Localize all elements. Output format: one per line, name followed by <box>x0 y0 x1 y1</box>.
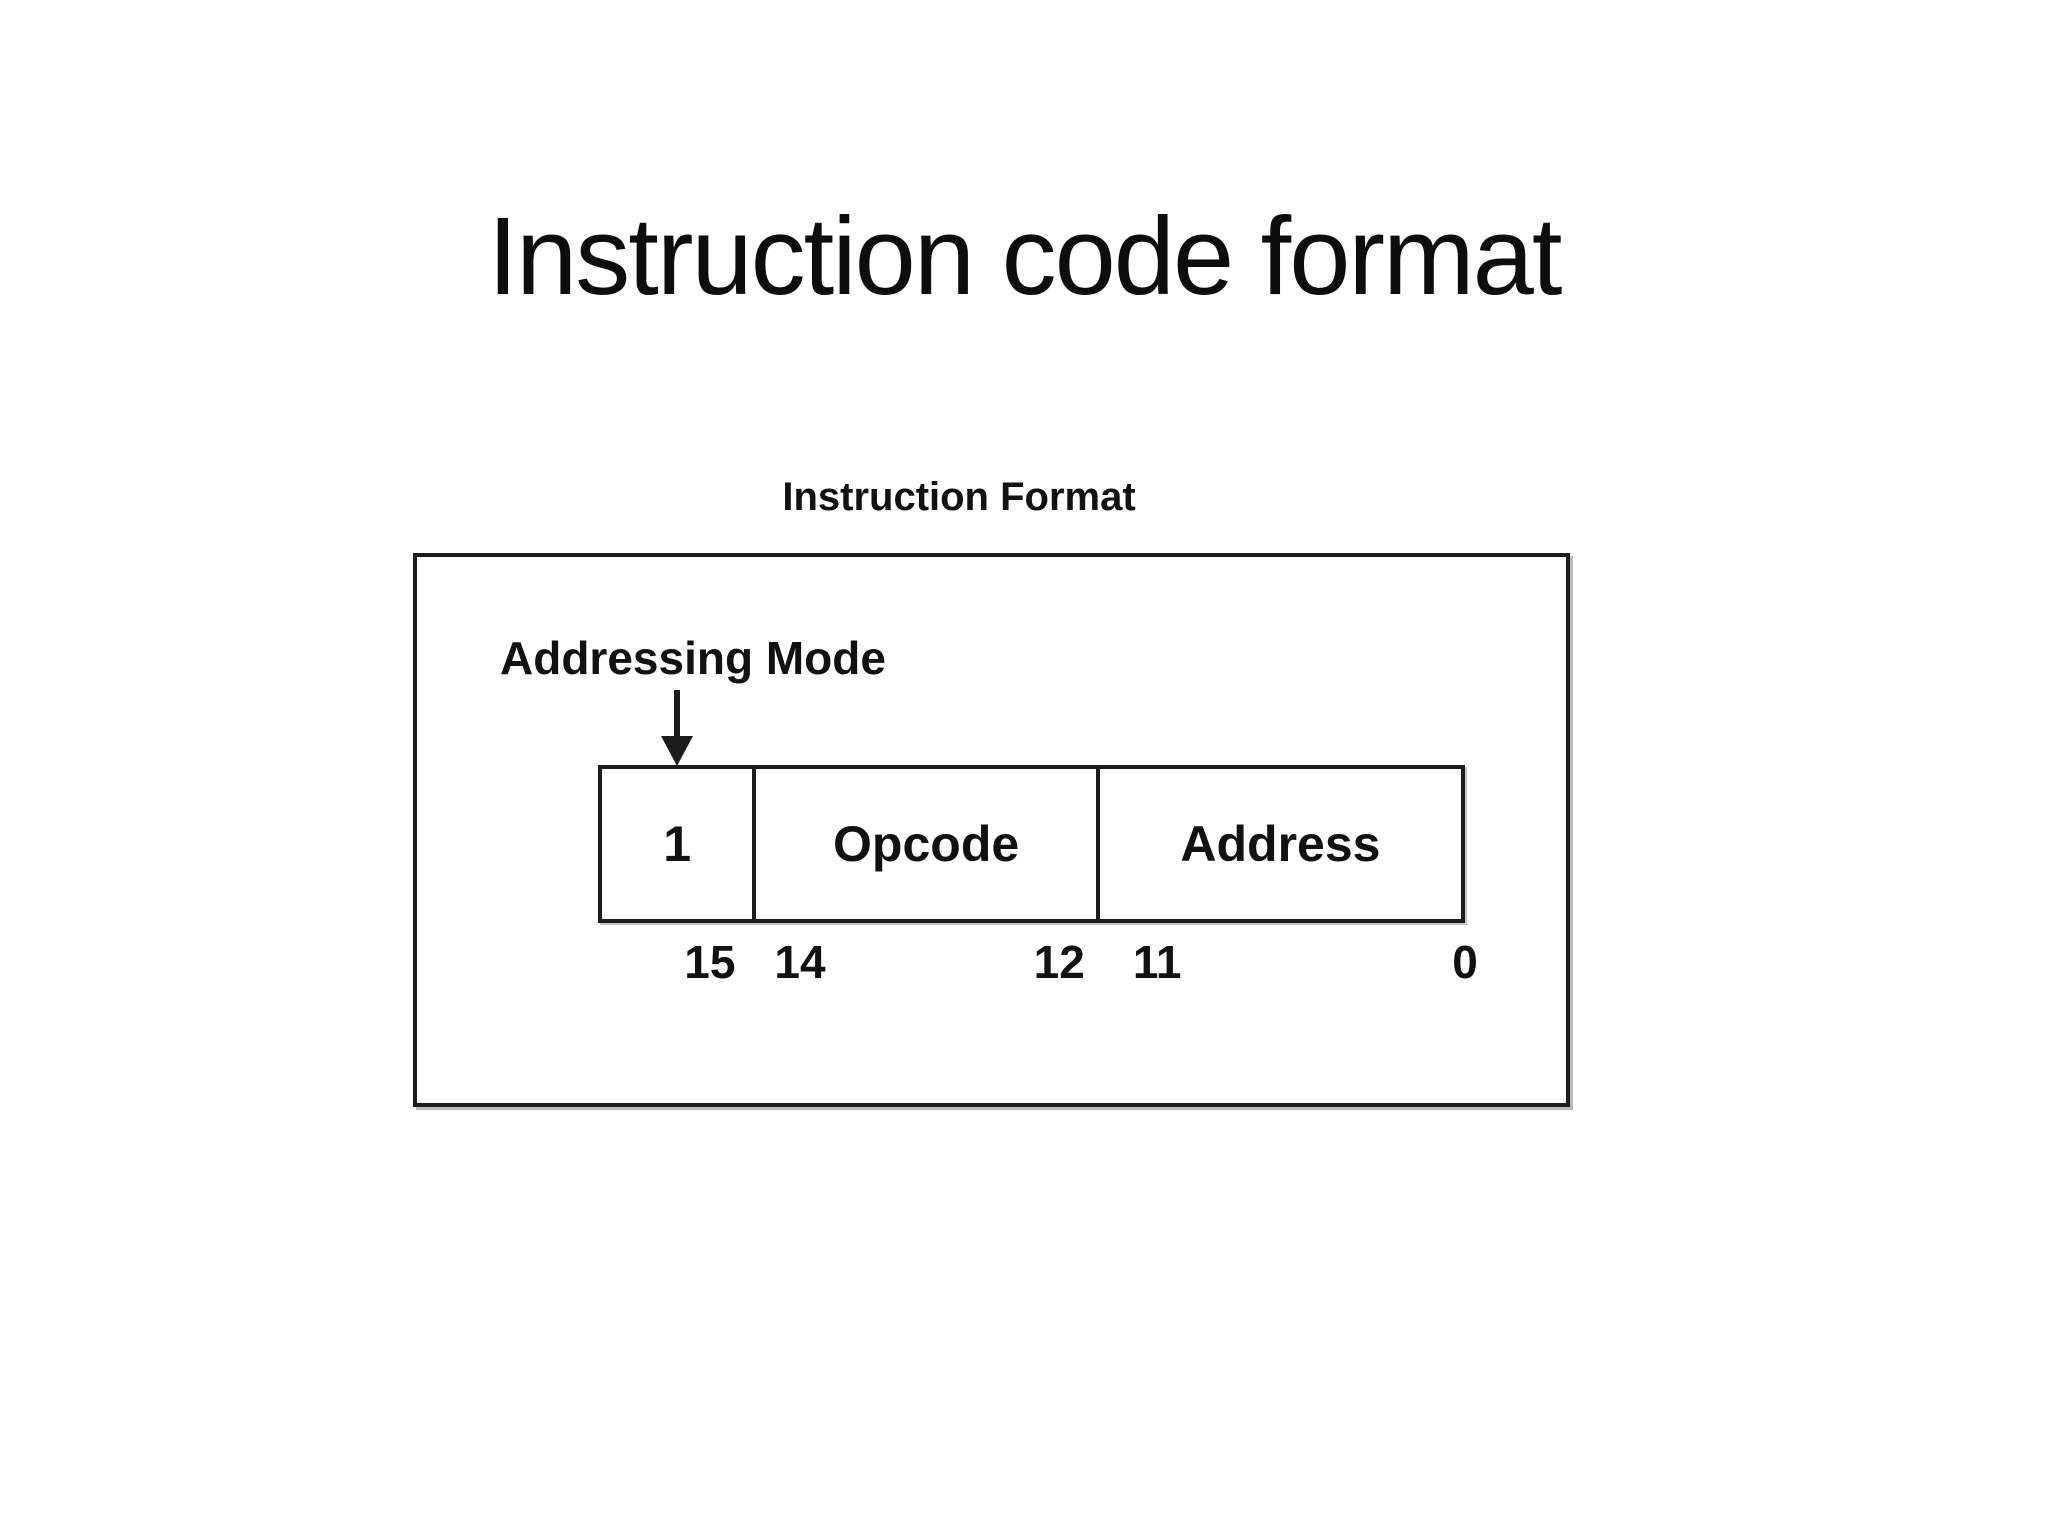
bit-marker-0: 0 <box>1452 936 1478 988</box>
bit-marker-15: 15 <box>684 936 736 988</box>
field-opcode: Opcode <box>752 769 1096 919</box>
addressing-mode-label: Addressing Mode <box>500 632 886 684</box>
field-label: Opcode <box>833 816 1020 872</box>
field-addressing-mode-bit: 1 <box>602 769 752 919</box>
field-label: Address <box>1180 816 1381 872</box>
slide-title: Instruction code format <box>487 194 1563 318</box>
figure-heading: Instruction Format <box>782 475 1136 519</box>
figure-frame: Addressing Mode 1 Opcode Address 15 14 1… <box>413 553 1570 1107</box>
bit-marker-12: 12 <box>1033 936 1085 988</box>
field-label: 1 <box>663 816 692 872</box>
bit-marker-14: 14 <box>774 936 826 988</box>
bit-markers-row: 15 14 12 11 0 <box>598 936 1478 989</box>
bit-marker-11: 11 <box>1132 936 1182 988</box>
instruction-fields-row: 1 Opcode Address <box>598 765 1465 923</box>
field-address: Address <box>1095 769 1461 919</box>
down-arrow-icon <box>661 690 693 766</box>
